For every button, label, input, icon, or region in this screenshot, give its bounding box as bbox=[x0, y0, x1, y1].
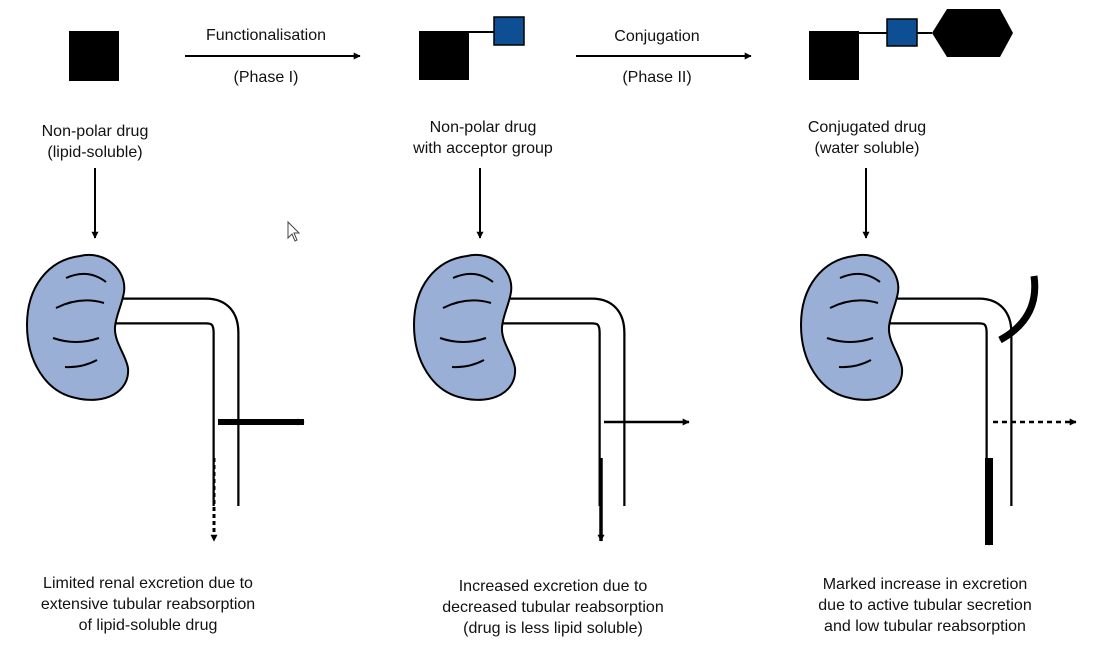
kidney-panel-3 bbox=[799, 253, 1077, 546]
outcome-3-line3: and low tubular reabsorption bbox=[824, 618, 1026, 635]
acceptor-group-3 bbox=[886, 18, 918, 47]
phase1-label: (Phase I) bbox=[233, 69, 299, 86]
kidney-icon bbox=[25, 253, 130, 401]
phase2-label: (Phase II) bbox=[622, 69, 692, 86]
kidney-icon bbox=[799, 253, 904, 401]
outcome-2-line3: (drug is less lipid soluble) bbox=[463, 620, 643, 637]
kidney-panel-1 bbox=[25, 253, 305, 542]
drug-label-2-line2: with acceptor group bbox=[413, 140, 553, 157]
outcome-1-line3: of lipid-soluble drug bbox=[78, 617, 218, 634]
tubule-icon bbox=[876, 299, 1011, 506]
outcome-3-line2: due to active tubular secretion bbox=[818, 597, 1032, 614]
drug-label-1-line2: (lipid-soluble) bbox=[47, 144, 143, 161]
secretion-arrow-3 bbox=[998, 275, 1039, 344]
kidney-icon bbox=[412, 253, 517, 401]
drug-square-3 bbox=[809, 31, 859, 80]
outcome-caption-2: Increased excretion due to decreased tub… bbox=[408, 576, 698, 639]
drug-label-2: Non-polar drug with acceptor group bbox=[398, 117, 568, 159]
phase2-title: Conjugation bbox=[614, 28, 700, 45]
outcome-3-line1: Marked increase in excretion bbox=[822, 576, 1028, 593]
drug-square-2 bbox=[419, 31, 469, 80]
drug-label-2-line1: Non-polar drug bbox=[429, 119, 537, 136]
tubule-icon bbox=[488, 297, 626, 506]
tubule-icon bbox=[98, 299, 238, 506]
drug-label-3-line1: Conjugated drug bbox=[807, 119, 927, 136]
outcome-caption-1: Limited renal excretion due to extensive… bbox=[8, 573, 288, 636]
conjugate-hexagon bbox=[932, 9, 1013, 57]
acceptor-group-2 bbox=[493, 16, 525, 46]
phase1-title: Functionalisation bbox=[205, 27, 327, 44]
tubule-icon bbox=[876, 297, 1013, 506]
outcome-2-line1: Increased excretion due to bbox=[458, 578, 648, 595]
outcome-1-line2: extensive tubular reabsorption bbox=[40, 596, 256, 613]
mouse-cursor-icon bbox=[287, 220, 301, 242]
kidney-panel-2 bbox=[412, 253, 690, 542]
outcome-caption-3: Marked increase in excretion due to acti… bbox=[790, 574, 1060, 637]
drug-label-1-line1: Non-polar drug bbox=[41, 123, 149, 140]
drug-label-3: Conjugated drug (water soluble) bbox=[782, 117, 952, 159]
outcome-1-line1: Limited renal excretion due to bbox=[43, 575, 253, 592]
drug-label-1: Non-polar drug (lipid-soluble) bbox=[15, 121, 175, 163]
tubule-icon bbox=[488, 299, 624, 506]
drug-label-3-line2: (water soluble) bbox=[814, 140, 920, 157]
outcome-2-line2: decreased tubular reabsorption bbox=[442, 599, 664, 616]
drug-square-1 bbox=[69, 31, 119, 81]
